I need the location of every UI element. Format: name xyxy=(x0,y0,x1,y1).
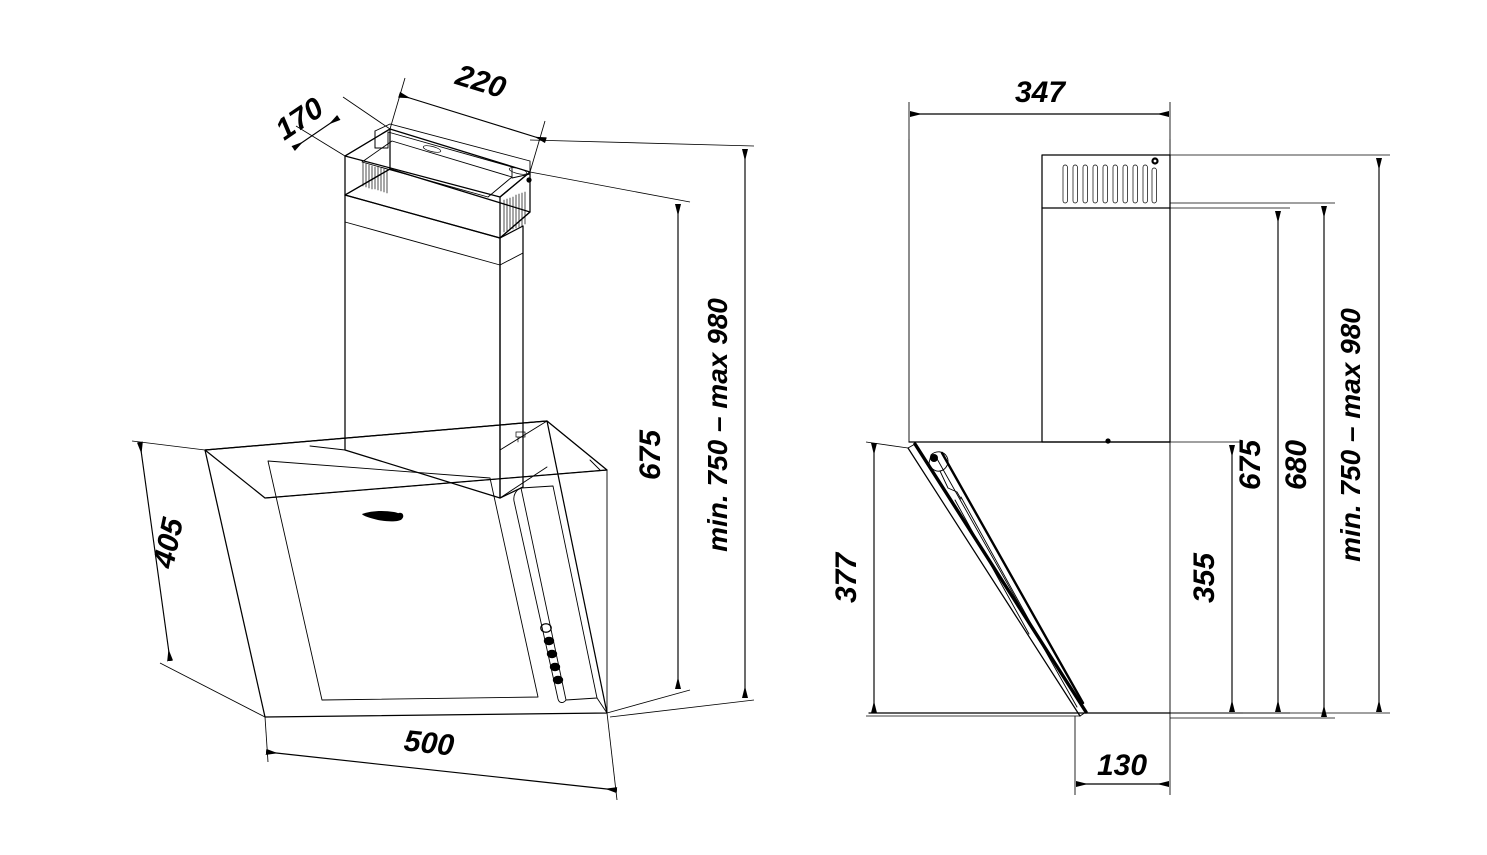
dim-377: 377 xyxy=(830,441,1080,717)
dim-347: 347 xyxy=(908,76,1171,140)
dim-680: 680 xyxy=(1170,202,1335,719)
side-view: 347 377 130 355 675 xyxy=(830,76,1390,795)
dim-label-500: 500 xyxy=(402,725,456,763)
dim-label-680: 680 xyxy=(1280,440,1313,490)
dim-label-install-left: min. 750 – max 980 xyxy=(702,298,733,552)
vent-slots xyxy=(362,162,532,233)
dim-130: 130 xyxy=(1074,713,1171,795)
dim-label-675-left: 675 xyxy=(634,429,667,480)
vent-slots xyxy=(1062,164,1157,204)
dim-label-347: 347 xyxy=(1015,76,1066,109)
dim-install-right: min. 750 – max 980 xyxy=(1170,154,1390,714)
iso-hood-body xyxy=(204,420,608,718)
isometric-view: 220 170 405 500 675 xyxy=(131,59,755,801)
dim-label-675-right: 675 xyxy=(1234,439,1267,490)
control-buttons xyxy=(540,623,564,685)
dim-label-355: 355 xyxy=(1188,552,1221,603)
brand-logo xyxy=(362,510,404,522)
dim-355: 355 xyxy=(1170,441,1243,714)
tilt-mechanism xyxy=(907,442,1088,717)
dim-label-377: 377 xyxy=(830,552,863,603)
iso-chimney-top xyxy=(344,123,532,239)
dim-675-left: 675 xyxy=(529,171,691,714)
dim-label-install-right: min. 750 – max 980 xyxy=(1335,308,1366,562)
dim-install-left: min. 750 – max 980 xyxy=(529,139,755,718)
dim-675-right: 675 xyxy=(1170,207,1290,714)
screw-detail xyxy=(1151,157,1159,165)
dim-500: 500 xyxy=(264,712,618,801)
dim-label-130: 130 xyxy=(1097,749,1147,782)
